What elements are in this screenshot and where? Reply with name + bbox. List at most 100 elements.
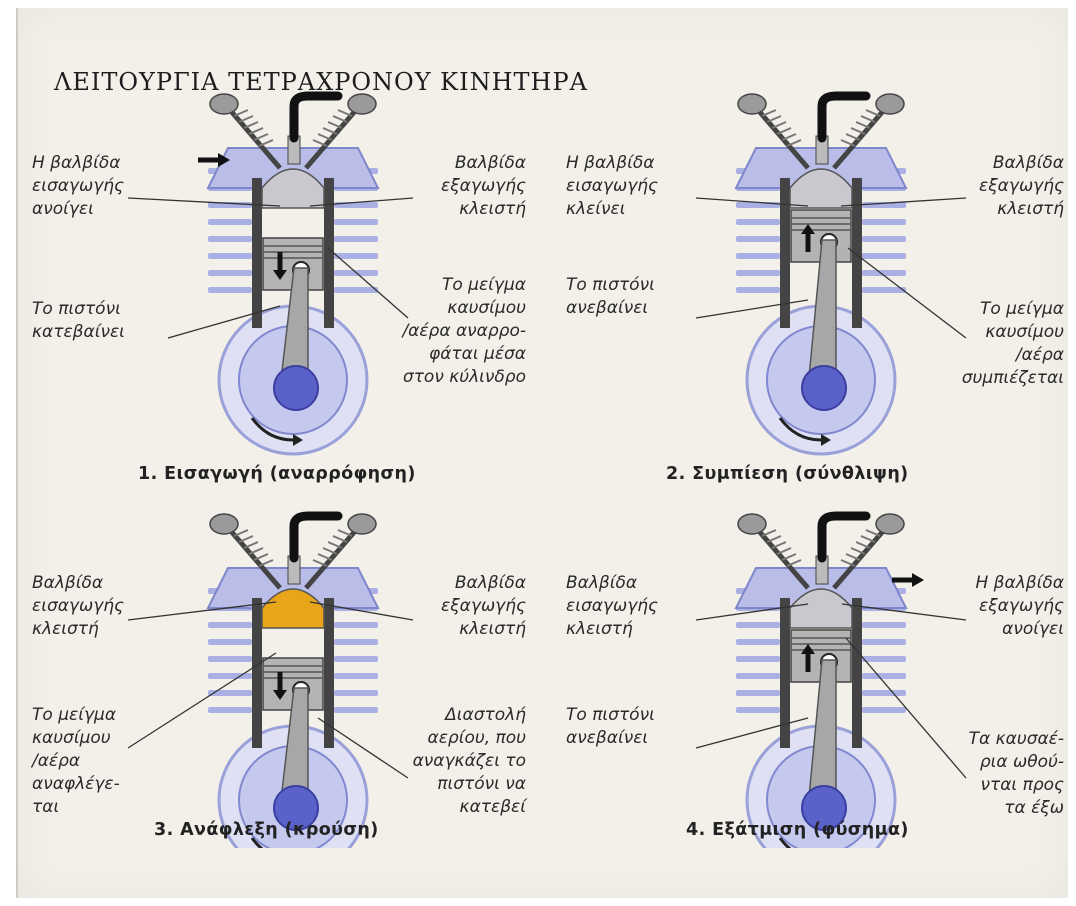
cylinder-wall: [780, 178, 790, 328]
cooling-fin: [862, 287, 906, 293]
engine-illustration: [168, 88, 418, 458]
label-mixture: Το μείγμα καυσίμου /αέρα αναρρο- φάται μ…: [402, 274, 526, 389]
cooling-fin: [208, 270, 252, 276]
cooling-fin: [334, 656, 378, 662]
cooling-fin: [208, 639, 252, 645]
rocker-arm: [876, 514, 904, 534]
cooling-fin: [334, 270, 378, 276]
valve-spring-coil: [861, 536, 875, 542]
label-exhaust-valve: Βαλβίδα εξαγωγής κλειστή: [441, 152, 526, 221]
valve-spring-coil: [767, 116, 781, 122]
cooling-fin: [208, 236, 252, 242]
engine-illustration: [696, 478, 946, 848]
valve-spring-coil: [234, 530, 248, 536]
valve-spring-coil: [866, 110, 880, 116]
cooling-fin: [208, 707, 252, 713]
valve-spring-coil: [333, 536, 347, 542]
cylinder-wall: [852, 178, 862, 328]
cylinder-wall: [252, 598, 262, 748]
crank-pin: [274, 366, 318, 410]
rocker-arm: [210, 94, 238, 114]
cooling-fin: [334, 202, 378, 208]
cylinder-wall: [324, 178, 334, 328]
cooling-fin: [334, 639, 378, 645]
cooling-fin: [862, 219, 906, 225]
rocker-arm: [348, 94, 376, 114]
stroke-caption: 3. Ανάφλεξη (κρούση): [154, 820, 379, 840]
cooling-fin: [862, 253, 906, 259]
exhaust-flow-arrowhead: [912, 573, 924, 587]
cooling-fin: [862, 673, 906, 679]
engine-group: [198, 94, 378, 454]
label-exhaust-valve: Η βαλβίδα εξαγωγής ανοίγει: [975, 572, 1064, 641]
cooling-fin: [208, 690, 252, 696]
valve-spring-coil: [239, 116, 253, 122]
cooling-fin: [736, 707, 780, 713]
engine-group: [208, 514, 378, 848]
cylinder-wall: [780, 598, 790, 748]
cooling-fin: [208, 656, 252, 662]
cooling-fin: [208, 219, 252, 225]
cooling-fin: [208, 202, 252, 208]
cooling-fin: [736, 690, 780, 696]
valve-spring-coil: [762, 110, 776, 116]
label-exhaust-gases: Τα καυσαέ- ρια ωθού- νται προς τα έξω: [969, 728, 1064, 820]
cooling-fin: [208, 253, 252, 259]
engine-illustration: [696, 88, 946, 458]
cooling-fin: [862, 270, 906, 276]
cooling-fin: [334, 690, 378, 696]
valve-spring-coil: [767, 536, 781, 542]
valve-spring-coil: [333, 116, 347, 122]
cooling-fin: [862, 707, 906, 713]
cooling-fin: [334, 236, 378, 242]
crank-pin: [802, 366, 846, 410]
stroke-panel-ignition: Βαλβίδα εισαγωγής κλειστή Βαλβίδα εξαγωγ…: [18, 478, 546, 858]
cooling-fin: [862, 202, 906, 208]
cooling-fin: [334, 707, 378, 713]
cooling-fin: [208, 622, 252, 628]
valve-spring-coil: [762, 530, 776, 536]
stroke-panel-compression: Η βαλβίδα εισαγωγής κλείνει Βαλβίδα εξαγ…: [546, 88, 1074, 468]
cylinder-wall: [852, 598, 862, 748]
cooling-fin: [334, 287, 378, 293]
label-piston: Το πιστόνι κατεβαίνει: [32, 298, 125, 344]
engine-group: [736, 514, 924, 848]
valve-spring-coil: [866, 530, 880, 536]
stroke-panel-intake: Η βαλβίδα εισαγωγής ανοίγει Βαλβίδα εξαγ…: [18, 88, 546, 468]
cooling-fin: [862, 622, 906, 628]
label-piston: Το πιστόνι ανεβαίνει: [566, 274, 655, 320]
cooling-fin: [862, 236, 906, 242]
cooling-fin: [736, 202, 780, 208]
rocker-arm: [738, 514, 766, 534]
cooling-fin: [334, 673, 378, 679]
cooling-fin: [862, 690, 906, 696]
label-intake-valve: Βαλβίδα εισαγωγής κλειστή: [566, 572, 658, 641]
rocker-arm: [348, 514, 376, 534]
label-mixture-ignites: Το μείγμα καυσίμου /αέρα αναφλέγε- ται: [32, 704, 120, 819]
cooling-fin: [334, 219, 378, 225]
stroke-panel-exhaust: Βαλβίδα εισαγωγής κλειστή Η βαλβίδα εξαγ…: [546, 478, 1074, 858]
cooling-fin: [862, 656, 906, 662]
label-intake-valve: Η βαλβίδα εισαγωγής ανοίγει: [32, 152, 124, 221]
rocker-arm: [738, 94, 766, 114]
label-gas-expansion: Διαστολή αερίου, που αναγκάζει το πιστόν…: [413, 704, 526, 819]
label-intake-valve: Η βαλβίδα εισαγωγής κλείνει: [566, 152, 658, 221]
label-exhaust-valve: Βαλβίδα εξαγωγής κλειστή: [441, 572, 526, 641]
cooling-fin: [736, 219, 780, 225]
engine-illustration: [168, 478, 418, 848]
cooling-fin: [736, 639, 780, 645]
cooling-fin: [736, 673, 780, 679]
cooling-fin: [736, 656, 780, 662]
valve-spring-coil: [861, 116, 875, 122]
valve-spring-coil: [338, 110, 352, 116]
cooling-fin: [736, 622, 780, 628]
cooling-fin: [736, 253, 780, 259]
diagram-sheet: ΛΕΙΤΟΥΡΓΙΑ ΤΕΤΡΑΧΡΟΝΟΥ ΚΙΝΗΤΗΡΑ Η βαλβίδ…: [16, 8, 1068, 898]
cooling-fin: [736, 287, 780, 293]
label-mixture: Το μείγμα καυσίμου /αέρα συμπιέζεται: [962, 298, 1064, 390]
cooling-fin: [862, 639, 906, 645]
label-exhaust-valve: Βαλβίδα εξαγωγής κλειστή: [979, 152, 1064, 221]
engine-group: [736, 94, 906, 454]
cooling-fin: [334, 622, 378, 628]
cylinder-wall: [252, 178, 262, 328]
